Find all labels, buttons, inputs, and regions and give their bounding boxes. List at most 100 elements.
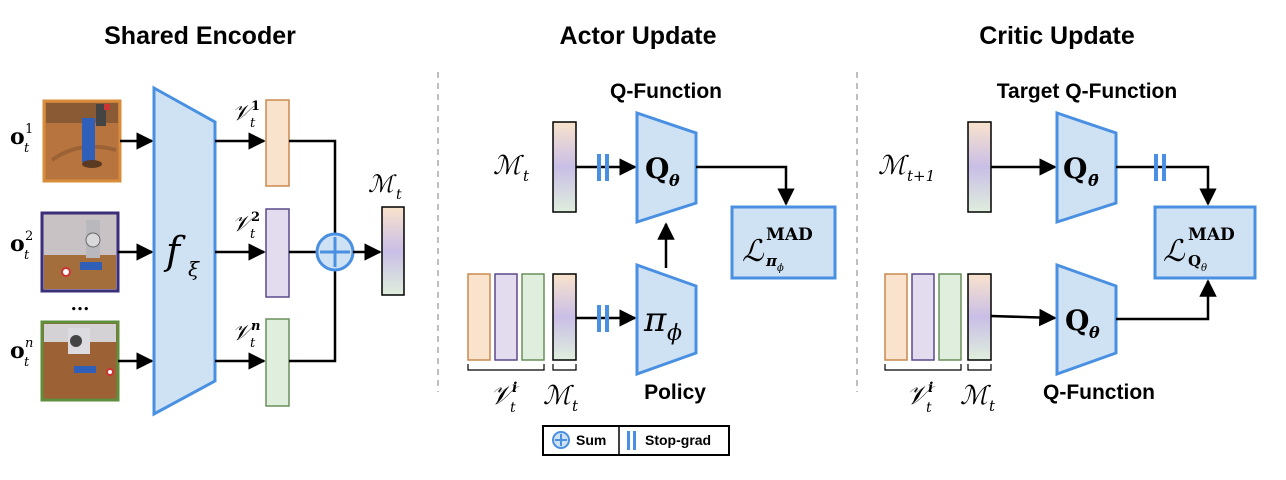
svg-text:π: π [765, 252, 778, 270]
obs-label-1: o 1 t [10, 122, 33, 156]
view-feature-2 [265, 208, 290, 298]
svg-text:t+1: t+1 [907, 167, 935, 185]
critic-views-label: 𝒱 i t [906, 380, 936, 416]
legend-stopgrad-icon [627, 431, 636, 450]
critic-views-brace [884, 364, 962, 371]
svg-text:θ: θ [1089, 323, 1100, 342]
svg-text:n: n [251, 319, 260, 334]
view-label-1: 𝒱 1 t [232, 99, 260, 131]
svg-text:n: n [25, 336, 33, 351]
svg-text:ℒ: ℒ [1163, 234, 1186, 269]
svg-text:o: o [10, 124, 25, 150]
actor-q-label: Q θ [645, 152, 680, 190]
critic-m-label: ℳ t+1 [878, 151, 935, 185]
actor-view-feature-3 [521, 273, 545, 361]
svg-text:t: t [926, 400, 932, 416]
obs-label-2: o 2 t [10, 229, 33, 263]
policy-trapezoid [635, 262, 698, 377]
legend: Sum Stop-grad [542, 425, 730, 456]
legend-sum-icon [552, 431, 570, 449]
svg-text:ℳ: ℳ [368, 170, 397, 198]
encoder-trapezoid [152, 85, 217, 417]
critic-loss-box [1153, 205, 1257, 280]
svg-text:2: 2 [25, 229, 33, 244]
line-v1-sum [289, 139, 337, 233]
svg-text:ℳ: ℳ [960, 381, 991, 411]
obs-ellipsis: ... [71, 294, 90, 315]
view-label-2: 𝒱 2 t [232, 210, 260, 242]
svg-text:ℳ: ℳ [543, 381, 574, 411]
critic-q-trapezoid [1055, 262, 1118, 377]
svg-text:ℳ: ℳ [493, 151, 524, 181]
fused-label: ℳ t [368, 170, 402, 203]
actor-m-feature [552, 121, 577, 213]
svg-text:MAD: MAD [766, 225, 813, 245]
svg-text:t: t [24, 248, 30, 263]
svg-text:t: t [250, 336, 256, 351]
target-q-function-label: Target Q-Function [997, 80, 1177, 103]
critic-q-label: Q θ [1065, 304, 1100, 342]
critic-m-bottom-label: ℳ t [960, 381, 996, 415]
svg-text:t: t [250, 227, 256, 242]
svg-text:t: t [572, 397, 579, 415]
arrow-critic-q-loss [1116, 279, 1217, 321]
actor-m-feature-2 [552, 273, 577, 361]
svg-text:i: i [512, 380, 517, 396]
svg-text:θ: θ [1201, 263, 1207, 274]
actor-m-label: ℳ t [493, 151, 530, 185]
actor-loss-label: ℒ MAD π ϕ [742, 225, 813, 274]
svg-text:t: t [396, 187, 402, 203]
view-feature-n [265, 318, 290, 407]
actor-stopgrad-1-icon [597, 154, 609, 181]
shared-encoder-title: Shared Encoder [104, 22, 296, 50]
svg-text:θ: θ [669, 171, 680, 190]
actor-stopgrad-2-icon [597, 305, 609, 332]
svg-text:i: i [928, 380, 933, 396]
actor-update-title: Actor Update [560, 22, 717, 50]
view-feature-1 [265, 99, 290, 187]
svg-text:o: o [10, 338, 25, 364]
svg-text:t: t [24, 355, 30, 370]
policy-label: π ϕ [643, 300, 682, 346]
critic-stopgrad-icon [1154, 154, 1166, 181]
svg-text:t: t [250, 116, 256, 131]
legend-sum-label: Sum [576, 432, 606, 448]
critic-update-title: Critic Update [979, 22, 1135, 50]
critic-q-function-label: Q-Function [1043, 381, 1155, 404]
svg-text:MAD: MAD [1188, 225, 1235, 245]
target-q-label: Q θ̄ [1063, 152, 1099, 190]
svg-text:t: t [510, 400, 516, 416]
svg-text:ϕ: ϕ [777, 263, 784, 274]
svg-text:t: t [24, 141, 30, 156]
critic-m-feature [967, 121, 992, 213]
svg-text:Q: Q [1188, 252, 1201, 270]
actor-q-function-label: Q-Function [610, 80, 722, 103]
actor-q-trapezoid [635, 110, 698, 225]
view-label-n: 𝒱 n t [232, 319, 260, 351]
legend-stopgrad-label: Stop-grad [645, 432, 711, 448]
svg-text:t: t [523, 167, 530, 185]
actor-view-feature-1 [467, 273, 491, 361]
critic-m-feature-2 [967, 273, 992, 361]
critic-view-feature-2 [911, 273, 935, 361]
svg-text:o: o [10, 231, 25, 257]
critic-view-feature-3 [938, 273, 962, 361]
arrow-actor-q-loss [696, 165, 795, 206]
svg-text:π: π [643, 300, 667, 340]
robot-scene-1-icon [42, 99, 122, 183]
line-vn-sum [289, 271, 337, 363]
actor-m-bottom-label: ℳ t [543, 381, 579, 415]
critic-m-brace [967, 364, 992, 371]
svg-text:Q: Q [1063, 152, 1087, 185]
critic-view-feature-1 [884, 273, 908, 361]
target-q-trapezoid [1055, 110, 1118, 225]
svg-text:ξ: ξ [188, 257, 200, 281]
obs-label-n: o n t [10, 336, 33, 370]
svg-text:2: 2 [251, 210, 260, 225]
actor-m-brace [552, 364, 577, 371]
sum-node-icon [315, 232, 355, 272]
actor-views-brace [467, 364, 545, 371]
svg-text:θ̄: θ̄ [1088, 171, 1099, 190]
arrow-critic-m-q [990, 308, 1057, 327]
